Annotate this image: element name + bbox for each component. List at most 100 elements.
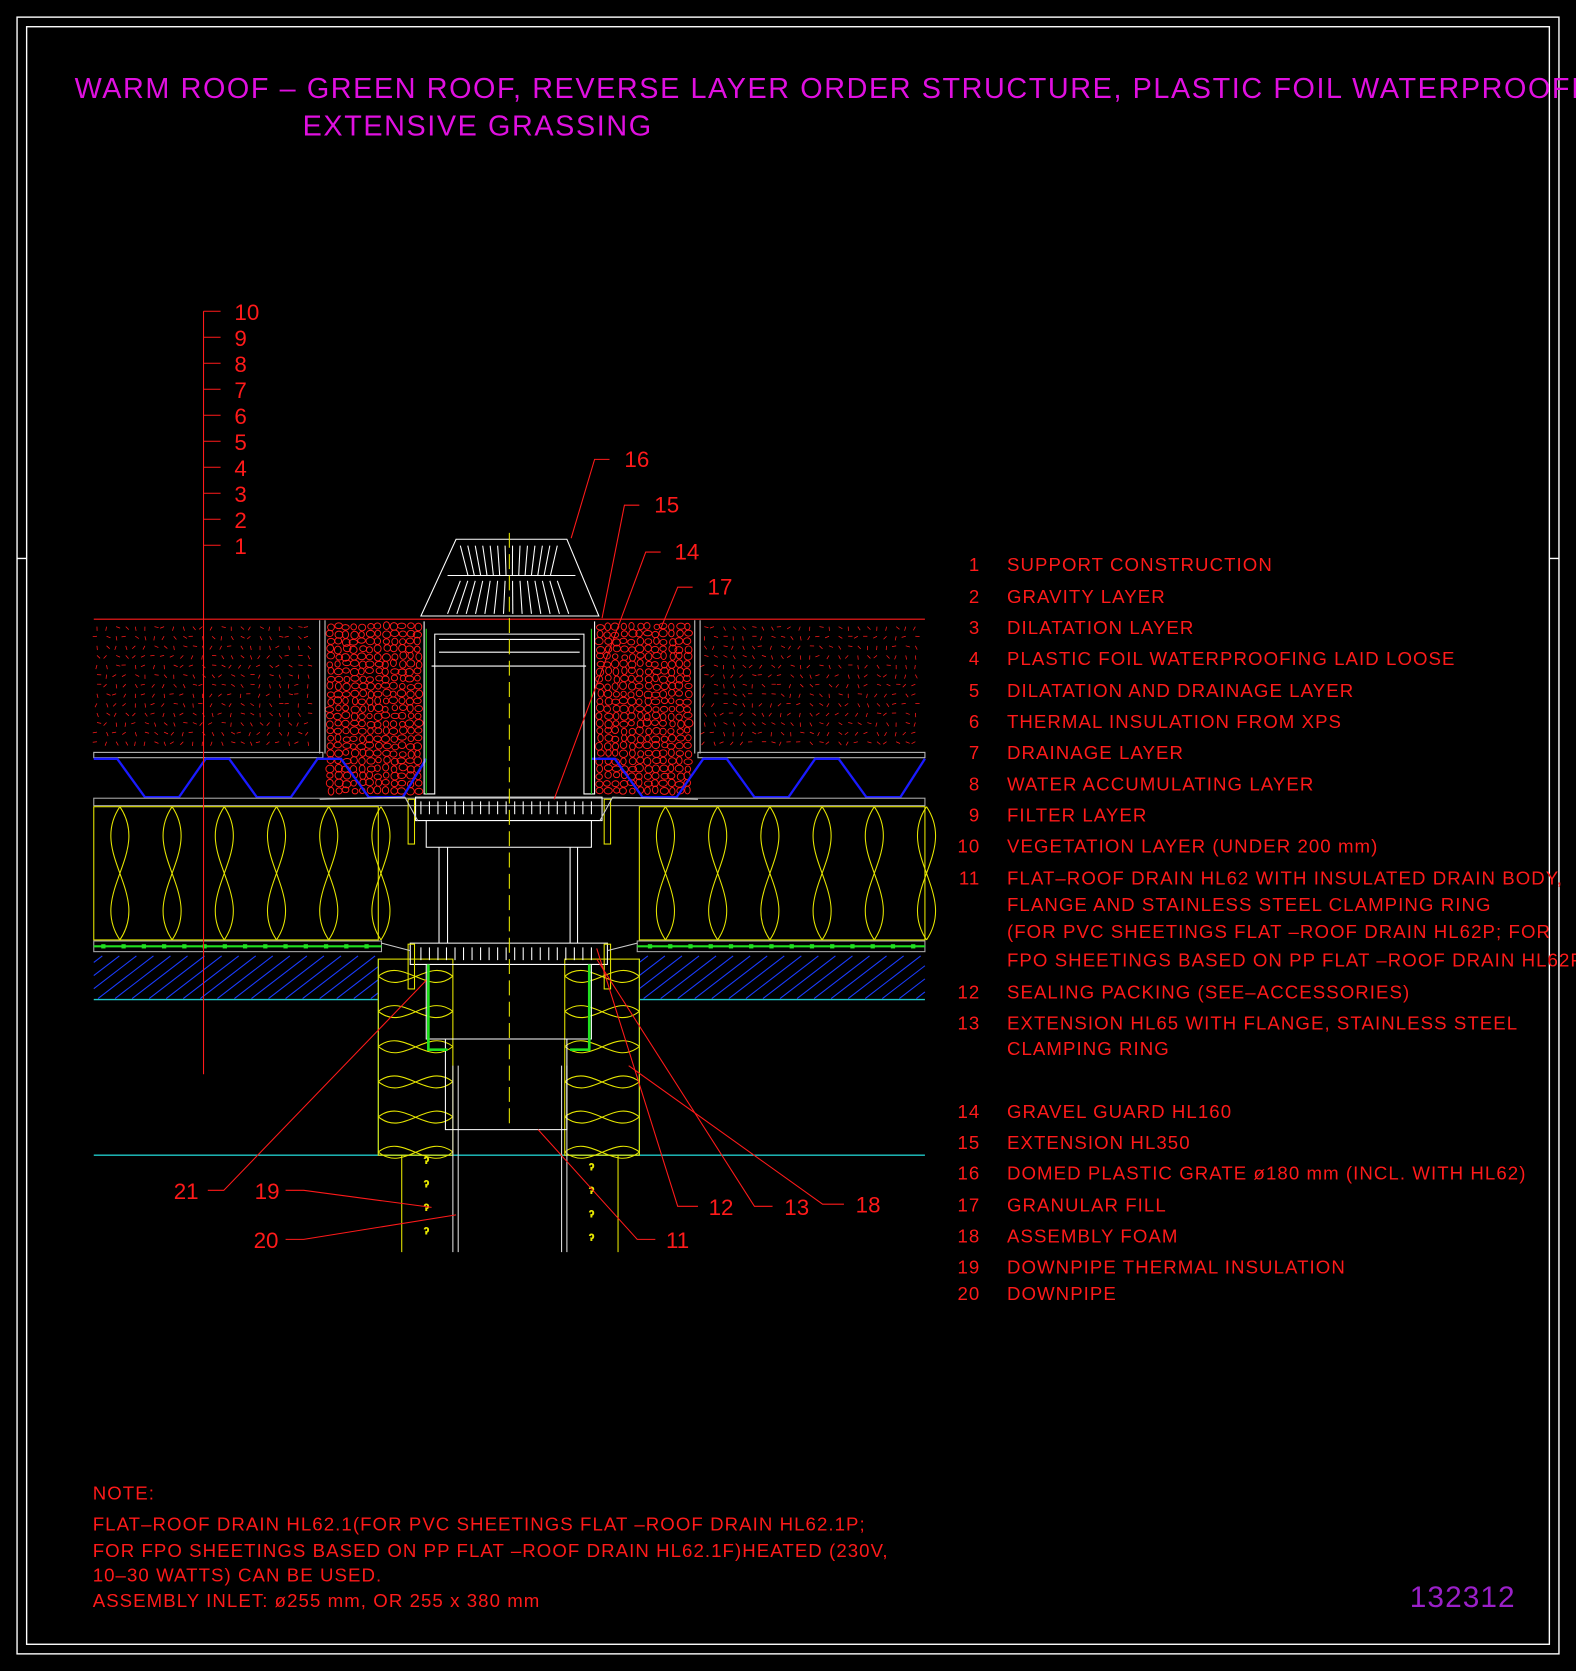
gravel-stone — [636, 659, 644, 667]
gravel-stone — [612, 720, 620, 727]
soil-hatch — [278, 731, 283, 736]
gravel-stone — [628, 757, 637, 766]
callout-11: 11 — [666, 1228, 689, 1253]
drawing-title-line-2: EXTENSIVE GRASSING — [303, 110, 653, 142]
soil-hatch — [123, 693, 127, 698]
gravel-stone — [366, 676, 374, 683]
soil-hatch — [780, 635, 786, 638]
soil-hatch — [826, 674, 830, 679]
sheet-frame — [16, 16, 1560, 1655]
gravel-stone — [349, 667, 360, 677]
legend-text: EXTENSION HL350 — [1007, 1132, 1191, 1153]
gravel-stone — [342, 771, 352, 780]
gravel-stone — [652, 667, 662, 676]
gravel-stone — [635, 772, 643, 781]
grate-slot — [502, 580, 506, 614]
soil-hatch — [915, 645, 918, 650]
gravel-stone — [407, 726, 415, 735]
gravel-stone — [382, 726, 390, 735]
gravel-stone — [399, 638, 407, 646]
gravel-stone — [667, 727, 675, 735]
soil-hatch — [218, 693, 222, 697]
soil-hatch — [809, 712, 813, 717]
soil-hatch — [269, 645, 271, 651]
callout-21: 21 — [174, 1179, 199, 1204]
soil-hatch — [824, 635, 830, 639]
soil-hatch — [279, 635, 284, 638]
gravel-stone — [643, 772, 652, 780]
soil-hatch — [742, 683, 747, 686]
gravel-stone — [366, 712, 373, 720]
gravel-stone — [652, 651, 662, 660]
gravel-stone — [675, 750, 684, 757]
gravel-stone — [644, 749, 653, 757]
gravel-stone — [359, 645, 368, 653]
soil-hatch — [828, 664, 831, 670]
gravel-stone — [595, 624, 605, 631]
gravel-stone — [390, 735, 399, 743]
gravel-stone — [668, 667, 676, 677]
soil-hatch — [259, 636, 263, 641]
gravel-stone — [334, 660, 341, 668]
legend-text: SEALING PACKING (SEE–ACCESSORIES) — [1007, 982, 1410, 1003]
layer-scale-label: 4 — [234, 456, 246, 481]
gravel-stone — [658, 749, 668, 758]
soil-hatch — [828, 683, 833, 688]
membrane-dot — [809, 944, 815, 949]
gravel-stone — [594, 741, 603, 751]
insulation-outline — [564, 958, 640, 1156]
soil-hatch — [761, 655, 767, 658]
gravel-stone — [644, 644, 652, 653]
legend-text: DRAINAGE ELEMENT HL161 — [1007, 0, 1281, 4]
soil-hatch — [182, 684, 186, 689]
insulation-mark: ʔ — [589, 1162, 594, 1173]
gravel-stone — [375, 778, 383, 787]
thermal-insulation — [93, 806, 391, 941]
membrane-dot — [911, 944, 916, 949]
soil-hatch — [143, 741, 146, 746]
gravel-stone — [651, 719, 659, 726]
gravel-stone — [415, 652, 423, 662]
soil-hatch — [92, 741, 98, 743]
soil-hatch — [904, 626, 907, 631]
gravel-stone — [668, 629, 675, 638]
soil-hatch — [742, 655, 747, 658]
soil-hatch — [742, 626, 747, 630]
gravel-stone — [644, 638, 653, 645]
callout-leader-16 — [570, 458, 610, 539]
gravel-stone — [334, 763, 343, 773]
concrete-hatch — [234, 955, 291, 999]
soil-hatch — [867, 655, 871, 659]
grate-slot — [518, 545, 521, 576]
gravel-stone — [628, 681, 637, 691]
gravel-stone — [381, 667, 389, 676]
soil-hatch — [761, 712, 765, 717]
soil-hatch — [790, 674, 795, 678]
concrete-hatch — [182, 955, 240, 999]
gravel-stone — [684, 629, 693, 637]
gravel-stone — [676, 629, 684, 638]
gravel-stone — [326, 712, 334, 720]
soil-hatch — [250, 741, 253, 746]
layer-scale-label: 10 — [234, 300, 259, 325]
gravel-stone — [595, 712, 603, 720]
soil-hatch — [95, 664, 98, 670]
insulation-mark: ʔ — [424, 1179, 429, 1190]
gravel-stone — [382, 742, 392, 750]
soil-hatch — [240, 683, 244, 688]
soil-hatch — [275, 645, 280, 649]
concrete-hatch — [813, 955, 870, 999]
soil-hatch — [752, 712, 756, 716]
soil-hatch — [305, 731, 309, 736]
soil-hatch — [732, 664, 735, 670]
membrane-dot — [708, 944, 713, 949]
soil-hatch — [227, 693, 232, 696]
soil-hatch — [221, 626, 226, 629]
pipe-insulation-edge — [401, 1155, 619, 1253]
soil-hatch — [269, 636, 272, 641]
soil-hatch — [278, 655, 283, 659]
gravel-stone — [373, 773, 382, 780]
clamp-bolt — [603, 943, 612, 990]
